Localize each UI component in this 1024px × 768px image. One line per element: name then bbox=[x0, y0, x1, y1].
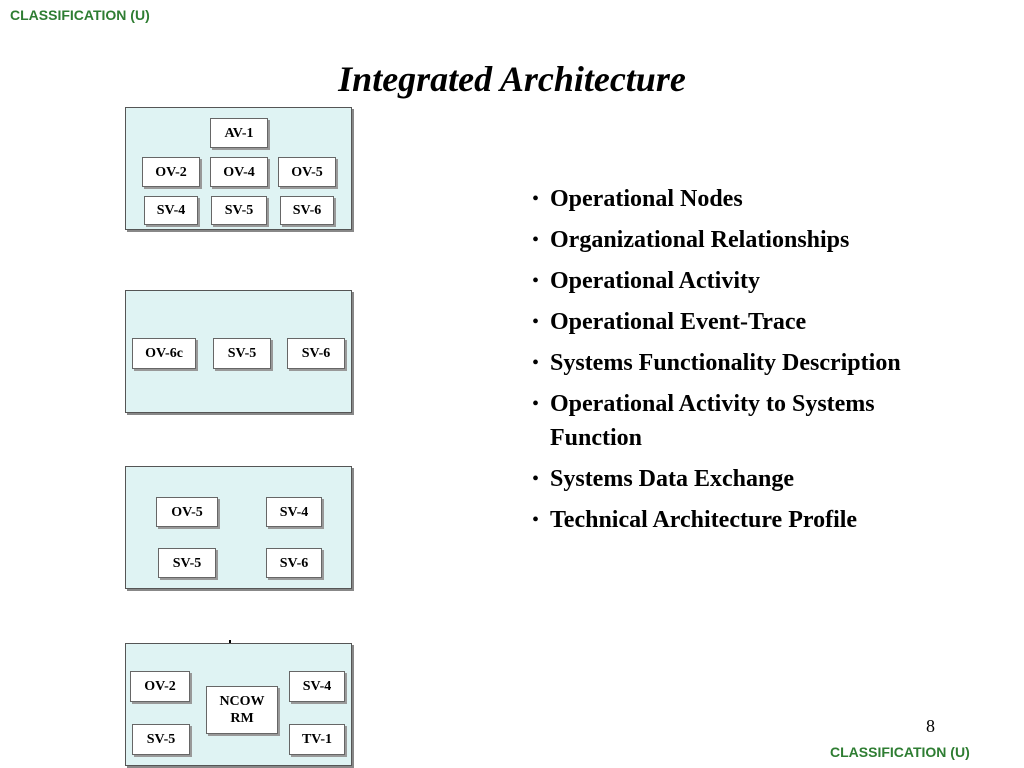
bullet-item: •Operational Activity bbox=[532, 264, 972, 298]
bullet-item: •Technical Architecture Profile bbox=[532, 503, 972, 537]
view-box-sv-6: SV-6 bbox=[266, 548, 322, 578]
view-box-av-1: AV-1 bbox=[210, 118, 268, 148]
view-box-ov-6c: OV-6c bbox=[132, 338, 196, 369]
view-box-sv-5: SV-5 bbox=[158, 548, 216, 578]
bullet-item: •Operational Nodes bbox=[532, 182, 972, 216]
page-number: 8 bbox=[926, 716, 935, 736]
view-box-sv-6: SV-6 bbox=[280, 196, 334, 225]
view-box-sv-6: SV-6 bbox=[287, 338, 345, 369]
divider-tick bbox=[229, 640, 231, 643]
view-box-ov-5: OV-5 bbox=[156, 497, 218, 527]
bullet-item: •Systems Functionality Description bbox=[532, 346, 972, 380]
classification-banner-bottom: CLASSIFICATION (U) bbox=[830, 744, 970, 760]
bullet-dot-icon: • bbox=[532, 188, 540, 210]
view-box-ov-5: OV-5 bbox=[278, 157, 336, 187]
architecture-panel-1: AV-1 OV-2 OV-4 OV-5 SV-4 SV-5 SV-6 bbox=[125, 107, 352, 230]
bullet-item: •Operational Activity to Systems Functio… bbox=[532, 387, 972, 455]
bullet-dot-icon: • bbox=[532, 509, 540, 531]
architecture-panel-2: OV-6c SV-5 SV-6 bbox=[125, 290, 352, 413]
bullet-item: •Organizational Relationships bbox=[532, 223, 972, 257]
architecture-panel-4: OV-2 NCOW RM SV-4 SV-5 TV-1 bbox=[125, 643, 352, 766]
bullet-dot-icon: • bbox=[532, 352, 540, 374]
view-box-ov-2: OV-2 bbox=[142, 157, 200, 187]
classification-banner-top: CLASSIFICATION (U) bbox=[10, 7, 150, 23]
bullet-dot-icon: • bbox=[532, 468, 540, 490]
architecture-panel-3: OV-5 SV-4 SV-5 SV-6 bbox=[125, 466, 352, 589]
view-box-ov-4: OV-4 bbox=[210, 157, 268, 187]
slide-title: Integrated Architecture bbox=[338, 59, 686, 99]
view-box-ov-2: OV-2 bbox=[130, 671, 190, 702]
bullet-item: •Operational Event-Trace bbox=[532, 305, 972, 339]
bullet-item: •Systems Data Exchange bbox=[532, 462, 972, 496]
view-box-sv-4: SV-4 bbox=[266, 497, 322, 527]
view-box-tv-1: TV-1 bbox=[289, 724, 345, 755]
view-box-sv-5: SV-5 bbox=[213, 338, 271, 369]
bullet-dot-icon: • bbox=[532, 393, 540, 415]
bullet-dot-icon: • bbox=[532, 270, 540, 292]
view-box-ncow-rm: NCOW RM bbox=[206, 686, 278, 734]
view-box-sv-4: SV-4 bbox=[144, 196, 198, 225]
view-box-sv-5: SV-5 bbox=[132, 724, 190, 755]
bullet-dot-icon: • bbox=[532, 311, 540, 333]
view-box-sv-5: SV-5 bbox=[211, 196, 267, 225]
view-box-sv-4: SV-4 bbox=[289, 671, 345, 702]
architecture-product-list: •Operational Nodes •Organizational Relat… bbox=[532, 182, 972, 544]
bullet-dot-icon: • bbox=[532, 229, 540, 251]
